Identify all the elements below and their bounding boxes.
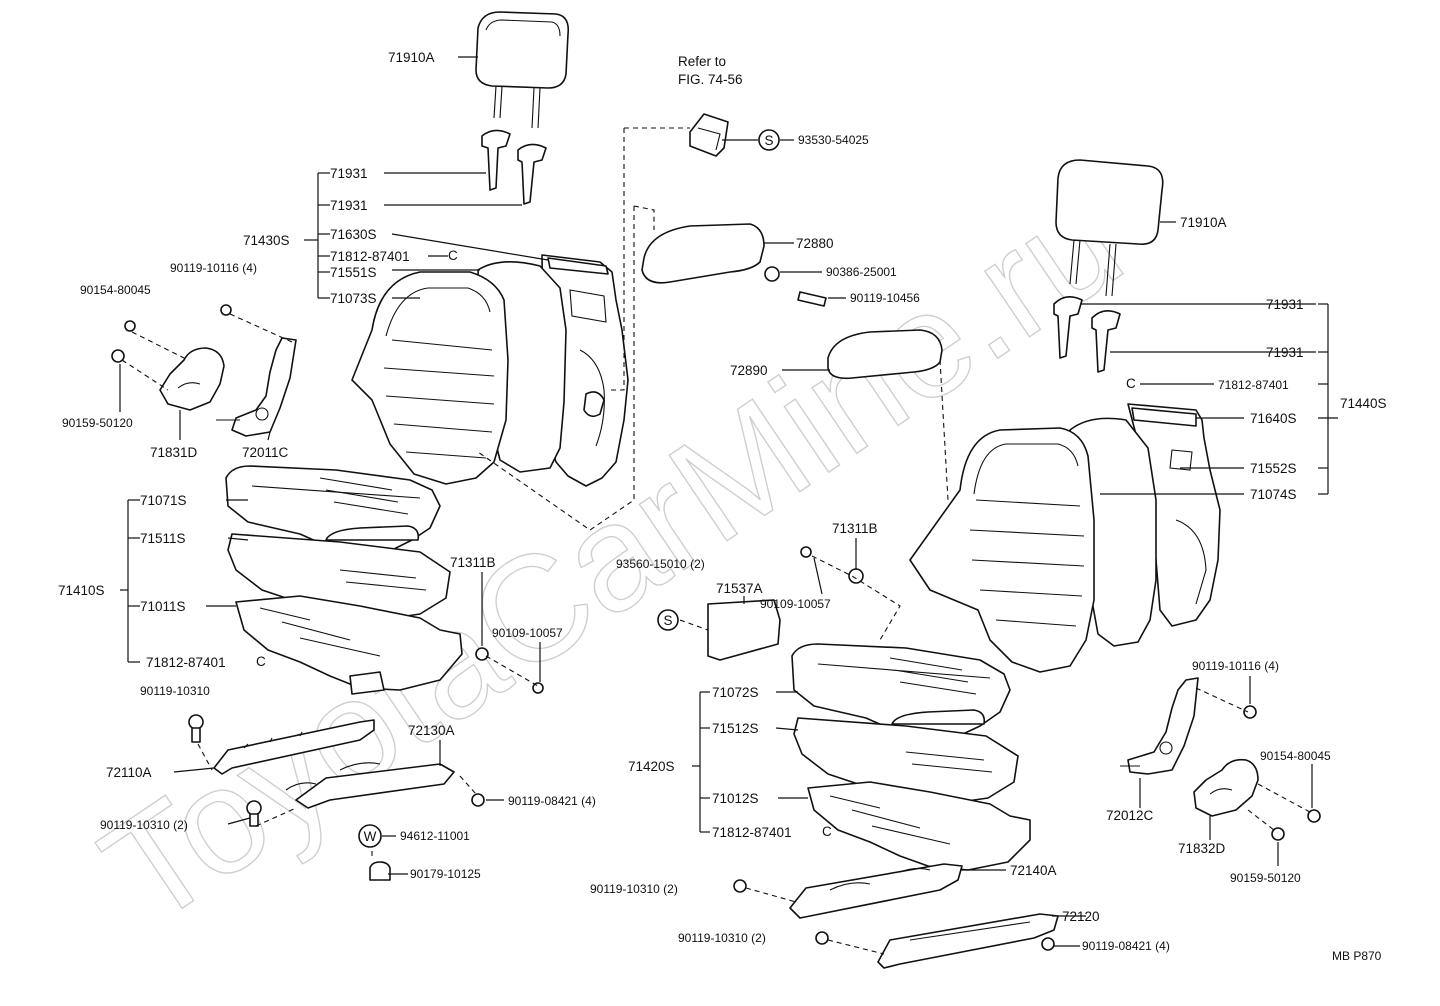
- part-label: 90119-10310: [140, 684, 210, 698]
- group-label: 71420S: [628, 759, 675, 774]
- right-seat-back-drawing: [909, 403, 1221, 673]
- part-label: 71511S: [140, 531, 186, 546]
- right-tracks-drawing: [789, 863, 1059, 969]
- right-bolts-drawing: [733, 705, 1321, 951]
- part-label: 71074S: [1250, 487, 1297, 502]
- part-label: 71311B: [832, 521, 878, 536]
- right-headrest-drawing: [1055, 159, 1164, 297]
- part-label: 71831D: [150, 445, 198, 460]
- part-label: 71012S: [712, 791, 759, 806]
- part-label: 71910A: [1180, 215, 1227, 230]
- left-seat-drawing: [111, 11, 629, 881]
- right-headrest-supports-drawing: [1053, 296, 1121, 373]
- left-bolts-drawing: [111, 304, 544, 694]
- labels-left-seat: 71910A 71430S 71931 71931 71630S 71812-8…: [58, 50, 596, 881]
- part-label: 71551S: [330, 265, 377, 280]
- svg-text:W: W: [364, 829, 377, 844]
- clip-symbol-right-cushion: C: [822, 824, 832, 839]
- left-seat-cushion-drawing: [225, 465, 463, 695]
- part-label: 72890: [730, 363, 768, 378]
- group-label: 71440S: [1340, 396, 1387, 411]
- left-tracks-drawing: [188, 714, 485, 881]
- callout-lines: [119, 56, 1338, 947]
- left-hinge-cover-drawing: [159, 347, 225, 411]
- clip-symbol-left-back: C: [448, 248, 458, 263]
- part-label: 72110A: [106, 765, 152, 780]
- part-label: 71931: [1266, 345, 1304, 360]
- part-label: 71072S: [712, 685, 759, 700]
- part-label: 90119-10116 (4): [1192, 659, 1279, 673]
- refer-line-1: Refer to: [678, 54, 726, 69]
- part-label: 72130A: [408, 723, 455, 738]
- left-seat-back-drawing: [351, 254, 629, 487]
- right-seat-cushion-drawing: [791, 643, 1031, 871]
- part-label: 71910A: [388, 50, 435, 65]
- part-label: 90119-10310 (2): [100, 818, 188, 832]
- part-label: 72880: [796, 236, 834, 251]
- part-label: 90119-10310 (2): [590, 882, 678, 896]
- right-hinge-cover-drawing: [1193, 758, 1259, 817]
- part-label: 71552S: [1250, 461, 1297, 476]
- part-label: 90154-80045: [80, 283, 151, 297]
- symbol-s-screw: S: [657, 609, 679, 631]
- part-label: 71073S: [330, 291, 377, 306]
- part-label: 90119-10116 (4): [170, 261, 257, 275]
- part-label: 90119-10456: [850, 291, 920, 305]
- left-headrest-drawing: [475, 11, 570, 129]
- group-label: 71410S: [58, 583, 105, 598]
- right-hinge-drawing: [1120, 677, 1199, 775]
- part-label: 90159-50120: [1230, 871, 1301, 885]
- part-label: 71537A: [716, 581, 763, 596]
- part-label: 72140A: [1010, 863, 1057, 878]
- part-label: 71812-87401: [712, 825, 792, 840]
- clip-symbol-left-cushion: C: [256, 654, 266, 669]
- part-label: 90119-08421 (4): [1082, 939, 1170, 953]
- part-label: 71812-87401: [1218, 378, 1289, 392]
- part-label: 90119-10310 (2): [678, 931, 766, 945]
- assembly-lines: [121, 127, 1311, 955]
- center-parts-drawing: [641, 113, 943, 661]
- part-label: 90109-10057: [492, 626, 563, 640]
- part-label: 94612-11001: [400, 829, 470, 843]
- part-label: 72120: [1062, 909, 1100, 924]
- part-label: 72012C: [1106, 808, 1154, 823]
- left-headrest-supports-drawing: [481, 129, 547, 205]
- part-label: 71311B: [450, 555, 496, 570]
- part-label: 90386-25001: [826, 265, 897, 279]
- svg-text:S: S: [764, 133, 773, 148]
- group-label: 71430S: [243, 233, 290, 248]
- part-label: 72011C: [242, 445, 289, 460]
- labels-right-seat: 71910A 71440S 71931 71931 71812-87401 71…: [590, 215, 1387, 953]
- part-label: 90179-10125: [410, 867, 481, 881]
- refer-line-2: FIG. 74-56: [678, 72, 743, 87]
- part-label: 71812-87401: [330, 249, 410, 264]
- right-seat-drawing: [733, 159, 1321, 969]
- diagram-code: MB P870: [1332, 949, 1382, 963]
- part-label: 93530-54025: [798, 133, 869, 147]
- part-label: 71931: [1266, 297, 1304, 312]
- part-label: 71931: [330, 166, 368, 181]
- part-label: 71931: [330, 198, 368, 213]
- symbol-w-washer: W: [358, 824, 382, 848]
- part-label: 90119-08421 (4): [508, 794, 596, 808]
- labels-center: Refer to FIG. 74-56 93530-54025 72880 90…: [616, 54, 920, 611]
- left-hinge-drawing: [216, 337, 297, 437]
- part-label: 71011S: [140, 599, 186, 614]
- part-label: 71812-87401: [146, 655, 226, 670]
- part-label: 71832D: [1178, 841, 1226, 856]
- clip-symbol-right-back: C: [1126, 376, 1136, 391]
- part-label: 90154-80045: [1260, 749, 1331, 763]
- part-label: 71640S: [1250, 411, 1297, 426]
- svg-text:S: S: [663, 613, 672, 628]
- symbol-s-switch: S: [758, 129, 780, 151]
- part-label: 93560-15010 (2): [616, 557, 705, 571]
- part-label: 71071S: [140, 493, 187, 508]
- part-label: 71512S: [712, 721, 759, 736]
- part-label: 90159-50120: [62, 416, 133, 430]
- part-label: 71630S: [330, 227, 377, 242]
- part-label: 90109-10057: [760, 597, 831, 611]
